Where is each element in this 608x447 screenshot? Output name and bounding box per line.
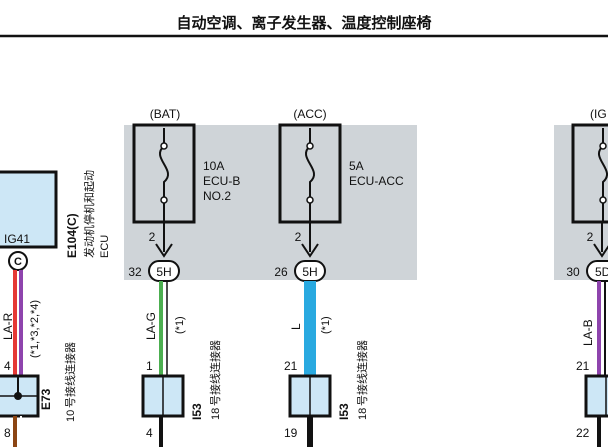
wire-color-code: LA-B <box>581 319 595 346</box>
junction-code: E73 <box>39 388 53 410</box>
connector-label: 5H <box>156 265 171 279</box>
fuse-source-acc: (ACC) <box>293 107 326 121</box>
junction-name-cn: 号接线连接器 <box>208 340 222 406</box>
wire-color-code: LA-R <box>1 312 15 340</box>
junction-num: 10 <box>65 410 77 422</box>
junction-dot <box>14 392 22 400</box>
ecu-code: E104(C) <box>65 213 79 258</box>
fuse-source-bat: (BAT) <box>150 107 180 121</box>
connector-pin: 26 <box>274 265 288 279</box>
junction-name-cn: 号接线连接器 <box>63 342 77 408</box>
connector-pin-top: 21 <box>284 359 298 373</box>
connector-pin-bottom: 22 <box>576 426 590 440</box>
junction-code: I53 <box>190 403 204 420</box>
ecu-terminal-label: C <box>14 256 22 268</box>
ecu-box <box>0 170 58 249</box>
connector-pin: 32 <box>128 265 142 279</box>
connector-pin-top: 4 <box>4 359 11 373</box>
arrow <box>301 243 319 258</box>
junction-code: I53 <box>337 403 351 420</box>
fuse-pin: 2 <box>295 230 302 244</box>
connector-label: 5H <box>302 265 317 279</box>
fuse-box-ig <box>571 123 608 224</box>
junction-name-cn: 号接线连接器 <box>355 340 369 406</box>
connector-pin-top: 1 <box>146 359 153 373</box>
wire-note: (*1) <box>320 316 332 334</box>
page-title: 自动空调、离子发生器、温度控制座椅 <box>176 14 432 32</box>
fuse-rating: 10A <box>203 159 224 173</box>
ecu-pin-label: IG41 <box>4 232 30 246</box>
ecu-name-en: ECU <box>99 235 111 258</box>
fuse-pin: 2 <box>149 230 156 244</box>
fuse-panel-shade <box>124 125 417 280</box>
wire-color-code: LA-G <box>144 312 158 340</box>
fuse-source-ig: (IG <box>590 107 607 121</box>
junction-num: 18 <box>357 408 369 420</box>
junction-box-right <box>584 374 608 418</box>
ecu-name-cn: 发动机停机和起动 <box>82 170 96 258</box>
fuse-name: ECU-ACC <box>349 174 404 188</box>
connector-pin-bottom: 8 <box>4 426 11 440</box>
wire-color-code: L <box>289 323 303 330</box>
connector-pin-bottom: 19 <box>284 426 298 440</box>
connector-pin: 30 <box>566 265 580 279</box>
wire-note: (*1) <box>174 316 186 334</box>
fuse-rating: 5A <box>349 159 364 173</box>
ecu-terminal <box>8 251 28 271</box>
arrow <box>155 243 173 258</box>
connector-label: 5D <box>595 265 608 279</box>
wire-note: (*1,*3,*2,*4) <box>29 300 41 358</box>
connector-badge <box>586 260 608 282</box>
fuse-name-2: NO.2 <box>203 189 231 203</box>
connector-pin-bottom: 4 <box>146 426 153 440</box>
connector-pin-top: 21 <box>576 359 590 373</box>
fuse-pin: 2 <box>587 230 594 244</box>
connector-badge <box>148 260 180 282</box>
fuse-name: ECU-B <box>203 174 240 188</box>
arrow <box>593 243 608 258</box>
junction-num: 18 <box>210 408 222 420</box>
